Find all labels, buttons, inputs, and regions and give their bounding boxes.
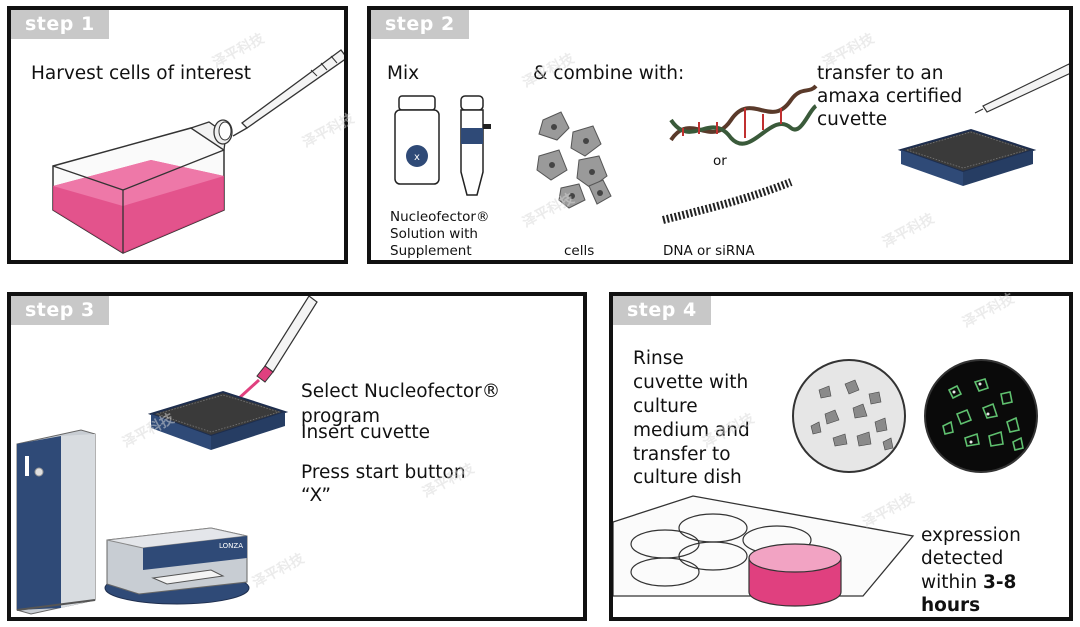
sirna-strand-icon (662, 178, 793, 224)
press-line-2: “X” (301, 485, 332, 506)
transfer-line-3: cuvette (817, 109, 888, 130)
step1-text: Harvest cells of interest (31, 63, 251, 84)
expression-hours-word: hours (921, 595, 981, 616)
pipette-icon (974, 63, 1069, 114)
cuvette-icon (897, 128, 1037, 186)
step1-panel: step 1 Harvest cells of interest (7, 6, 348, 264)
cuvette-icon (147, 390, 289, 450)
step3-panel: step 3 Select Nucleofector® program Inse… (7, 292, 587, 621)
culture-flask-icon (52, 119, 233, 254)
rinse-line-2: cuvette with (633, 372, 749, 393)
rinse-line-4: medium and (633, 420, 750, 441)
expression-line-3: within 3-8 (921, 571, 1016, 594)
expression-line-1: expression (921, 525, 1021, 546)
svg-text:x: x (414, 152, 420, 163)
press-line-1: Press start button (301, 462, 466, 483)
combine-label: & combine with: (533, 63, 685, 84)
step4-panel: step 4 Rinse cuvette with culture medium… (609, 292, 1073, 621)
transfer-line-2: amaxa certified (817, 86, 963, 107)
step3-tag: step 3 (11, 296, 109, 325)
rinse-line-1: Rinse (633, 348, 684, 369)
solution-line-2: Solution with (390, 226, 478, 242)
fluorescent-cells-icon (924, 359, 1038, 473)
transfer-line-1: transfer to an (817, 63, 944, 84)
pipette-icon (232, 49, 344, 137)
cells-icon (536, 111, 612, 209)
expression-line-2: detected (921, 548, 1004, 569)
select-line-1: Select Nucleofector® (301, 381, 501, 402)
solution-vial-icon: x (394, 95, 491, 196)
device-brand-label: LONZA (219, 542, 243, 550)
step4-tag: step 4 (613, 296, 711, 325)
brightfield-cells-icon (792, 359, 906, 473)
nucleofector-device-icon (16, 429, 96, 615)
step2-tag: step 2 (371, 10, 469, 39)
solution-line-3: Supplement (390, 243, 472, 259)
solution-line-1: Nucleofector® (390, 209, 490, 225)
or-label: or (713, 153, 727, 169)
select-line-2: program (301, 406, 380, 427)
mix-label: Mix (387, 63, 420, 84)
rinse-line-5: transfer to (633, 444, 731, 465)
dna-helix-icon (669, 84, 818, 146)
dna-label: DNA or siRNA (663, 243, 755, 259)
culture-plate-icon (613, 495, 915, 607)
shuttle-device-icon: LONZA (104, 527, 250, 605)
expression-hours-range: 3-8 (983, 572, 1017, 593)
expression-line-4: hours (921, 594, 980, 617)
insert-label: Insert cuvette (301, 422, 431, 443)
expression-within: within (921, 572, 983, 593)
rinse-line-6: culture dish (633, 467, 742, 488)
rinse-line-3: culture (633, 396, 698, 417)
step2-panel: step 2 Mix & combine with: transfer to a… (367, 6, 1073, 264)
step1-tag: step 1 (11, 10, 109, 39)
cells-label: cells (564, 243, 595, 259)
